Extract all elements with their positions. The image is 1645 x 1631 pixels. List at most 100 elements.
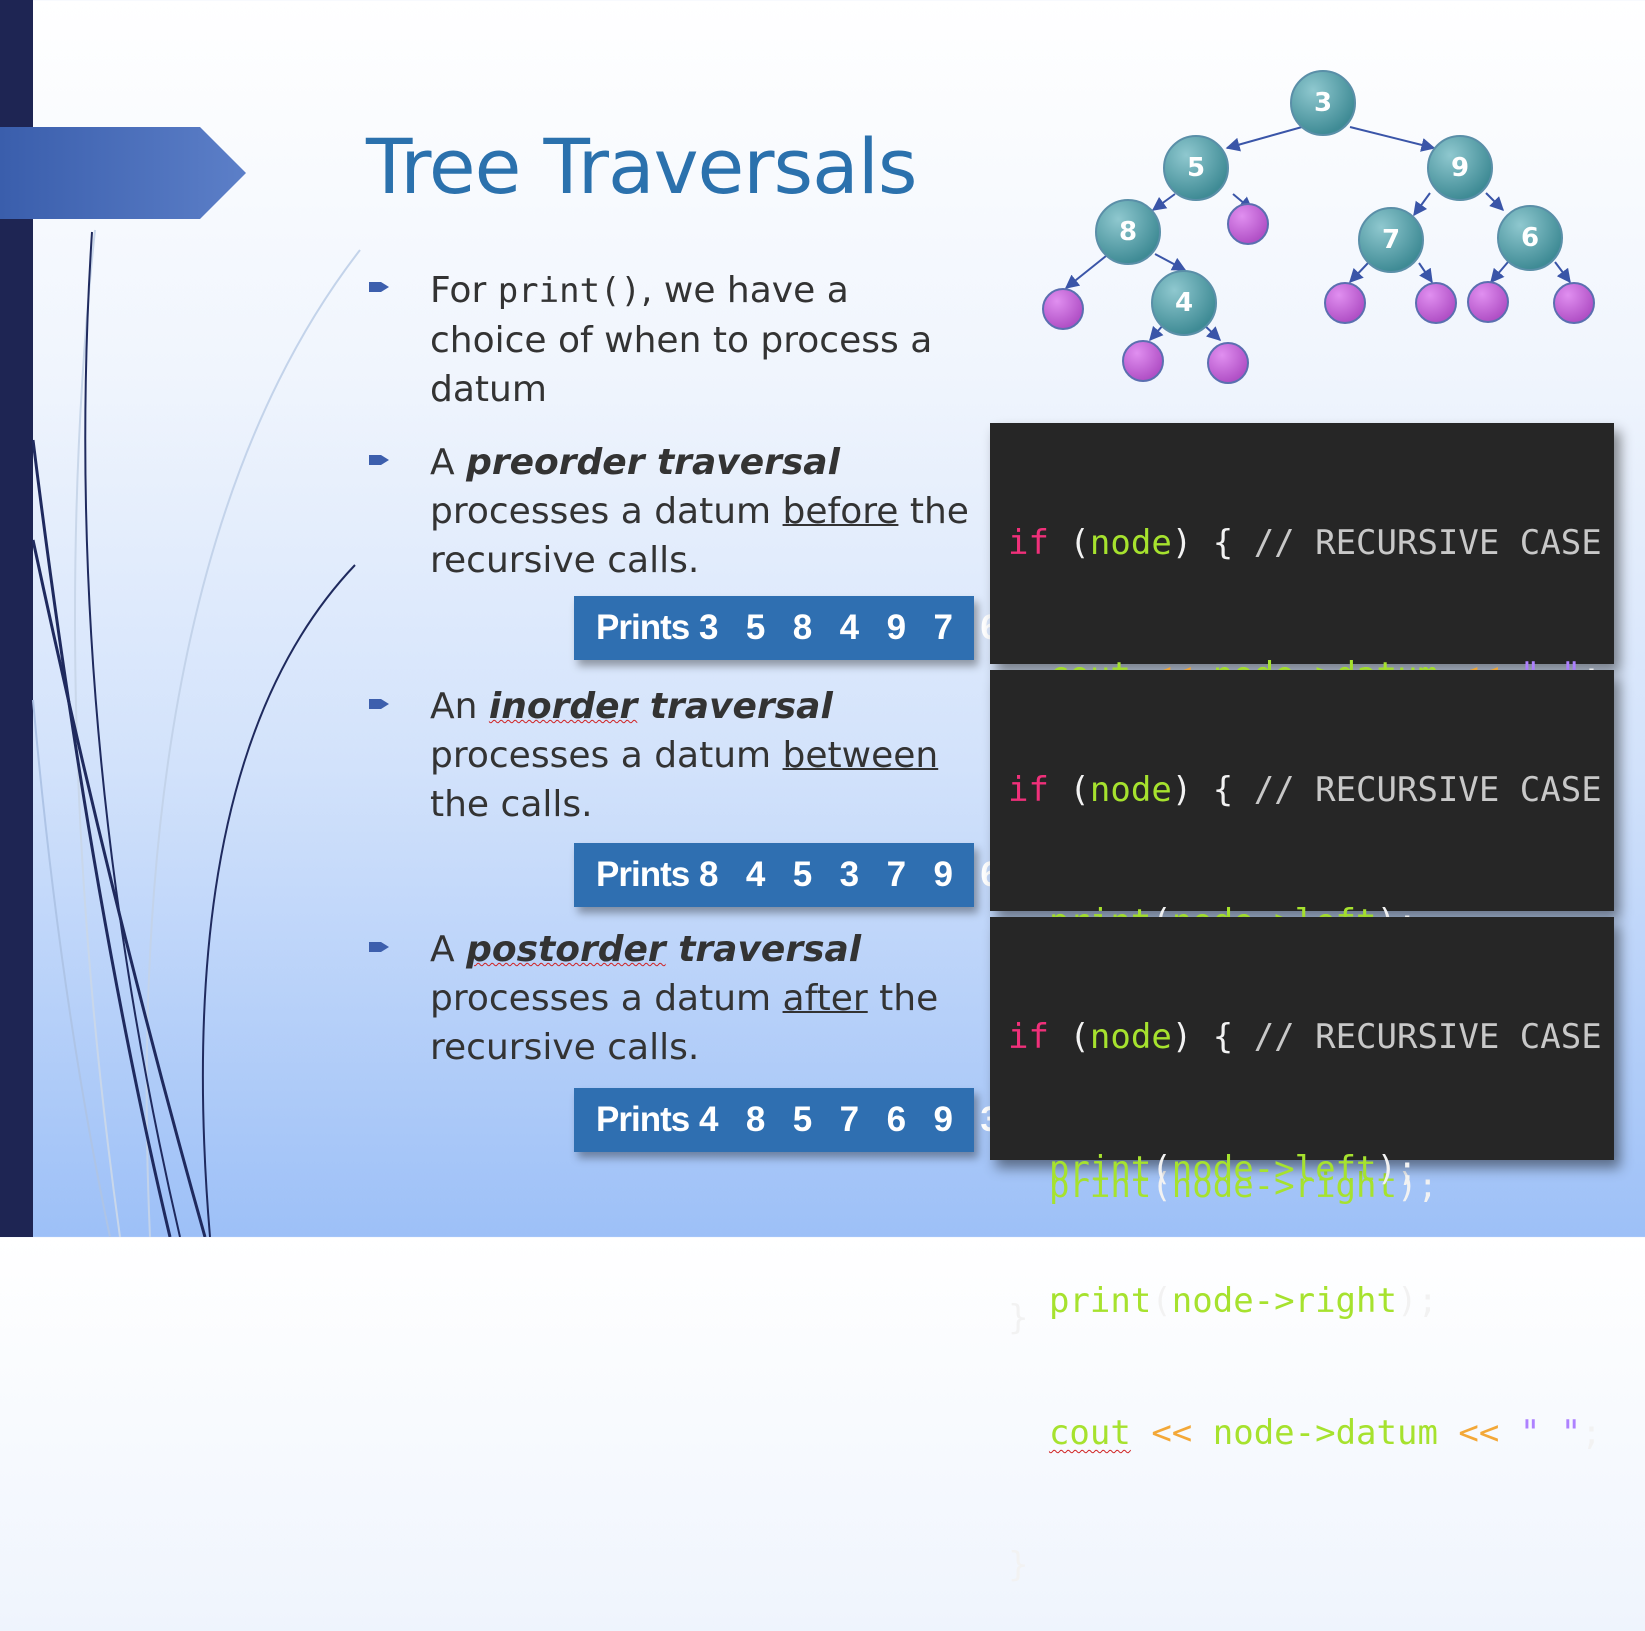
code-comment: // RECURSIVE CASE (1253, 523, 1602, 563)
code-token: ( (1048, 1017, 1090, 1057)
title-arrow-banner (0, 127, 246, 219)
bullet-arrow-icon (369, 942, 389, 952)
bullet-arrow-icon (369, 699, 389, 709)
code-comment: // RECURSIVE CASE (1253, 1017, 1602, 1057)
code-token: node (1089, 1017, 1172, 1057)
code-function: print (1048, 1166, 1152, 1206)
slide-title: Tree Traversals (366, 122, 917, 211)
bullet-arrow-icon (369, 282, 389, 292)
tree-node-8 (1095, 199, 1161, 265)
tree-node-label: 4 (1175, 288, 1193, 318)
bullet-text: the recursive calls. (430, 491, 969, 581)
tree-node-label: 7 (1382, 225, 1400, 255)
postorder-output-box: Prints 4 8 5 7 6 9 3 (574, 1088, 1000, 1152)
tree-node-label: 9 (1451, 153, 1469, 183)
tree-node-label: 6 (1521, 223, 1539, 253)
code-token: ; (1581, 1413, 1602, 1453)
inorder-sequence: 8 4 5 3 7 9 6 (698, 855, 1000, 894)
code-token: ); (1376, 1149, 1418, 1189)
code-block-inorder: if (node) { // RECURSIVE CASE print(node… (990, 670, 1614, 1338)
bullet-text: the calls. (430, 784, 593, 825)
binary-tree-diagram: 3 5 9 8 7 6 4 (1042, 70, 1595, 384)
keyword-traversal: traversal (665, 929, 862, 970)
code-token: node->left (1171, 1149, 1377, 1189)
code-comment: // RECURSIVE CASE (1253, 770, 1602, 810)
tree-leaf (1553, 282, 1595, 324)
tree-edge (1413, 192, 1431, 217)
tree-leaf (1415, 282, 1457, 324)
bullet-arrow-icon (369, 455, 389, 465)
tree-leaf (1207, 342, 1249, 384)
bullet-postorder: A postorder traversal processes a datum … (430, 925, 970, 1072)
code-function: print (1048, 1281, 1152, 1321)
underlined-between: between (782, 735, 939, 776)
tree-leaf (1122, 340, 1164, 382)
tree-node-9 (1427, 135, 1493, 201)
bullet-text: processes a datum (430, 735, 783, 776)
code-token: ( (1048, 523, 1090, 563)
code-token: ); (1396, 1166, 1438, 1206)
code-token: ( (1151, 1281, 1172, 1321)
bullet-text: For (430, 270, 498, 311)
code-cout: cout (1048, 1413, 1131, 1453)
bullet-print-choice: For print(), we have a choice of when to… (430, 266, 970, 414)
bullet-inorder: An inorder traversal processes a datum b… (430, 682, 970, 829)
bullet-text: A (430, 929, 467, 970)
code-token: ); (1396, 1281, 1438, 1321)
tree-edge (1154, 253, 1187, 271)
tree-node-5 (1163, 135, 1229, 201)
prints-label: Prints (596, 608, 690, 647)
code-block-preorder: if (node) { // RECURSIVE CASE cout << no… (990, 423, 1614, 1091)
code-token: node->right (1171, 1281, 1397, 1321)
bullet-text: processes a datum (430, 491, 783, 532)
code-token: node (1089, 770, 1172, 810)
tree-node-6 (1497, 205, 1563, 271)
tree-node-3 (1290, 70, 1356, 136)
code-token: } (1008, 1545, 1029, 1585)
tree-node-label: 8 (1119, 217, 1137, 247)
bullet-text: processes a datum (430, 978, 783, 1019)
bullet-preorder: A preorder traversal processes a datum b… (430, 438, 970, 585)
tree-edge (1490, 261, 1509, 284)
decorative-swoosh-lines (31, 229, 361, 1237)
code-token: node (1089, 523, 1172, 563)
keyword-traversal: traversal (637, 686, 833, 727)
code-keyword-if: if (1008, 1017, 1049, 1057)
code-indent (1008, 1281, 1049, 1321)
prints-label: Prints (596, 855, 690, 894)
postorder-sequence: 4 8 5 7 6 9 3 (698, 1100, 1000, 1139)
code-block-postorder: if (node) { // RECURSIVE CASE print(node… (990, 917, 1614, 1585)
inline-code-print: print() (497, 271, 641, 311)
tree-node-label: 3 (1314, 88, 1332, 118)
tree-edge (1418, 262, 1433, 284)
code-keyword-if: if (1008, 770, 1049, 810)
code-operator: << (1151, 1413, 1193, 1453)
tree-edge (1485, 192, 1504, 211)
tree-edge (1151, 193, 1176, 211)
tree-edge (1554, 261, 1571, 284)
bullet-text: An (430, 686, 489, 727)
tree-leaf (1042, 288, 1084, 330)
tree-leaf (1324, 282, 1366, 324)
keyword-postorder: postorder (466, 929, 666, 970)
code-keyword-if: if (1008, 523, 1049, 563)
code-token: ) { (1171, 1017, 1254, 1057)
tree-node-7 (1358, 207, 1424, 273)
code-token: ) { (1171, 523, 1254, 563)
bullet-text: the recursive calls. (430, 978, 939, 1068)
tree-edge (1349, 126, 1436, 152)
bullet-text: , we have a choice of when to process a … (430, 270, 933, 410)
code-token: ( (1151, 1166, 1172, 1206)
inorder-output-box: Prints 8 4 5 3 7 9 6 (574, 843, 1000, 907)
code-token: node->datum (1212, 1413, 1438, 1453)
keyword-preorder: preorder traversal (466, 442, 840, 483)
tree-leaf (1227, 203, 1269, 245)
code-token: ( (1151, 1149, 1172, 1189)
prints-label: Prints (596, 1100, 690, 1139)
tree-node-label: 5 (1187, 153, 1205, 183)
tree-edge (1064, 255, 1107, 289)
code-token: node->right (1171, 1166, 1397, 1206)
code-function: print (1048, 1149, 1152, 1189)
tree-leaf (1467, 281, 1509, 323)
code-string: " " (1519, 1413, 1582, 1453)
